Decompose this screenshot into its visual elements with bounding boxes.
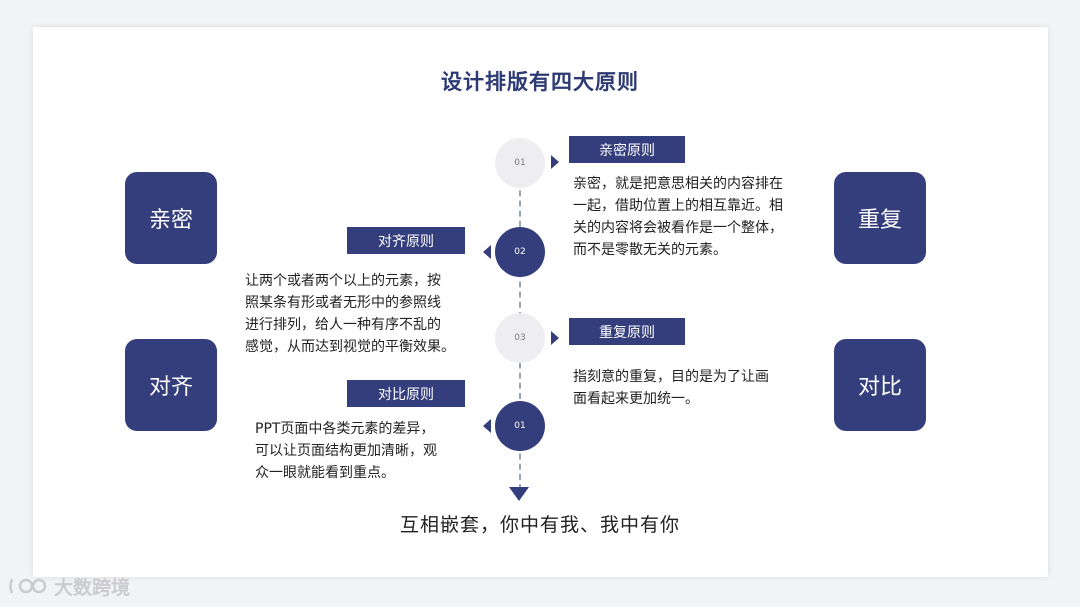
box-contrast: 对比: [834, 339, 926, 431]
step-circle-3: 03: [495, 313, 545, 363]
tag-proximity: 亲密原则: [569, 136, 685, 163]
tag-contrast: 对比原则: [347, 380, 465, 407]
slide-card: [33, 27, 1048, 577]
desc-contrast: PPT页面中各类元素的差异， 可以让页面结构更加清晰，观 众一眼就能看到重点。: [255, 421, 437, 481]
watermark-logo-icon: [9, 578, 47, 594]
tag-repetition: 重复原则: [569, 318, 685, 345]
box-repetition: 重复: [834, 172, 926, 264]
page-title: 设计排版有四大原则: [441, 70, 639, 94]
desc-repetition: 指刻意的重复，目的是为了让画 面看起来更加统一。: [573, 369, 769, 407]
desc-alignment: 让两个或者两个以上的元素，按 照某条有形或者无形中的参照线 进行排列，给人一种有…: [245, 273, 455, 355]
step-circle-4: 01: [495, 401, 545, 451]
bottom-caption: 互相嵌套，你中有我、我中有你: [399, 514, 680, 536]
watermark: 大数跨境: [8, 572, 130, 600]
tag-alignment: 对齐原则: [347, 227, 465, 254]
box-proximity: 亲密: [125, 172, 217, 264]
triangle-right-icon: [551, 155, 559, 169]
box-alignment: 对齐: [125, 339, 217, 431]
triangle-right-icon: [551, 331, 559, 345]
triangle-left-icon: [483, 245, 491, 259]
arrow-down-icon: [509, 487, 529, 501]
step-circle-2: 02: [495, 227, 545, 277]
step-circle-1: 01: [495, 138, 545, 188]
triangle-left-icon: [483, 419, 491, 433]
watermark-text: 大数跨境: [54, 576, 131, 599]
desc-proximity: 亲密，就是把意思相关的内容排在 一起，借助位置上的相互靠近。相 关的内容将会被看…: [573, 176, 783, 258]
